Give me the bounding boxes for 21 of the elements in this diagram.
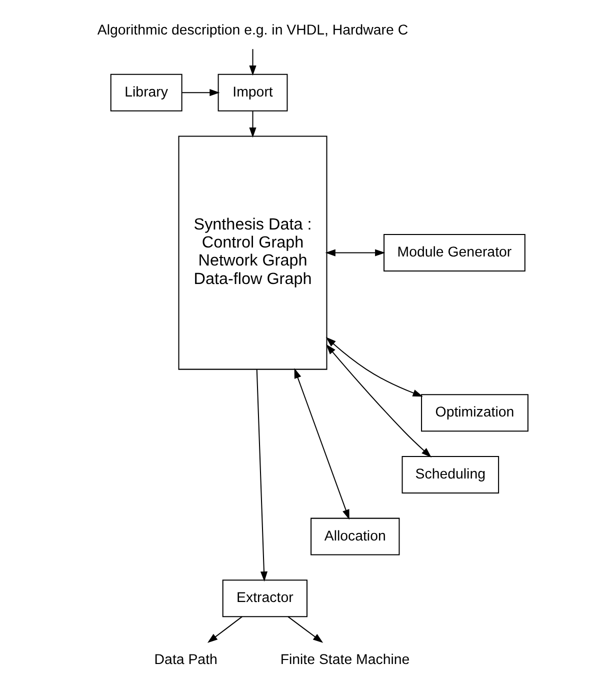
node-box: Allocation: [310, 518, 400, 556]
arrow: [248, 49, 256, 76]
node-box: Import: [217, 74, 288, 112]
arrow: [287, 616, 323, 643]
arrow: [324, 249, 385, 256]
node-box: Synthesis Data : Control Graph Network Graph Data-flow Graph: [178, 136, 327, 370]
node-box: Module Generator: [383, 234, 525, 272]
node-box: Library: [110, 74, 182, 112]
arrow: [294, 368, 349, 520]
node-box: Optimization: [420, 394, 528, 432]
arrow: [325, 337, 422, 397]
arrow: [206, 616, 242, 643]
node-box: Scheduling: [401, 456, 499, 494]
node-text: Data Path: [154, 652, 217, 668]
arrow: [182, 89, 220, 96]
node-box: Extractor: [222, 580, 307, 618]
arrow: [256, 370, 268, 582]
arrow: [326, 344, 432, 458]
arrow: [248, 111, 256, 138]
node-text: Algorithmic description e.g. in VHDL, Hardware C: [96, 22, 408, 39]
node-text: Finite State Machine: [280, 652, 410, 668]
